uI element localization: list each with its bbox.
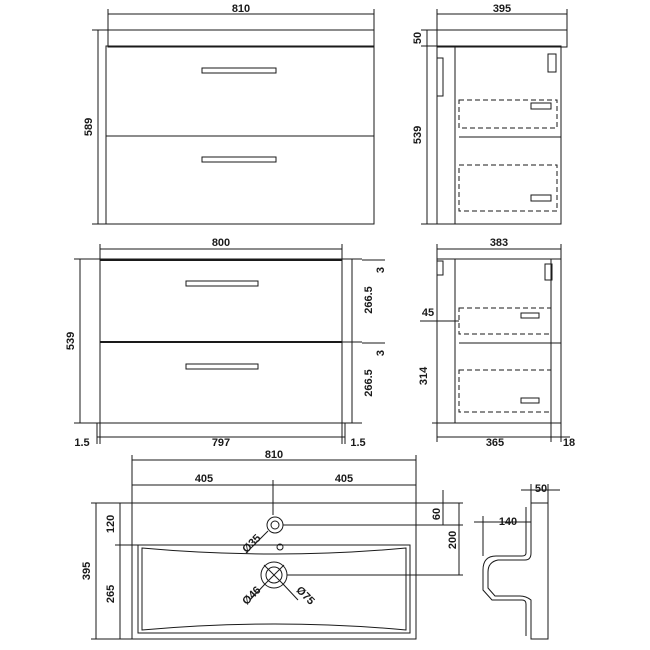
dimension-section-bowl: 140 [474, 516, 531, 556]
unit-lower-drawer-hidden [458, 369, 552, 413]
dim-label-unit-depth: 383 [490, 237, 508, 249]
basin-section-outline [487, 502, 549, 640]
dimension-basin-depth: 395 120 265 [81, 502, 138, 640]
dim-label-inner-width: 797 [212, 437, 230, 449]
dimension-45-offset: 45 [420, 307, 459, 322]
lower-runner [530, 194, 552, 202]
dimension-section-rim: 50 [521, 483, 560, 503]
dim-label-depth: 395 [493, 3, 511, 15]
basin-bowl-outline [137, 544, 411, 634]
front-view-with-basin [105, 29, 375, 225]
upper-drawer-handle [201, 67, 277, 74]
upper-drawer-box-hidden [458, 99, 558, 129]
dim-label-drawer-depth: 365 [486, 437, 504, 449]
dim-label-tap-offset: 60 [431, 508, 443, 520]
basin-plan-view [131, 502, 417, 640]
side-view-unit [436, 258, 562, 424]
waste-inner [265, 566, 283, 584]
basin-side-outline [436, 29, 568, 48]
front-view-unit [99, 258, 343, 424]
overflow-hole [276, 543, 284, 551]
dim-label-half-right: 405 [335, 473, 353, 485]
side-view-with-basin [436, 29, 568, 225]
dimension-810-top: 810 [107, 3, 375, 30]
dim-label-width: 810 [232, 3, 250, 15]
unit-upper-drawer-hidden [458, 307, 552, 335]
dim-label-tap-setback: 120 [105, 515, 117, 533]
dim-label-gap-mid: 3 [375, 350, 387, 356]
unit-upper-handle [185, 280, 259, 287]
dim-label-drawer-height: 314 [418, 366, 430, 385]
upper-runner [530, 102, 552, 110]
dimension-basin-width: 810 405 405 [131, 449, 417, 515]
tap-hole [266, 516, 284, 534]
unit-lower-handle [185, 363, 259, 370]
wall-bracket [436, 57, 444, 97]
unit-bracket [436, 260, 444, 276]
basin-section-inner [482, 507, 527, 636]
unit-upper-runner [520, 312, 540, 319]
dim-label-half-left: 405 [195, 473, 213, 485]
basin-section-view [482, 502, 549, 640]
dim-label-basin-depth: 395 [81, 562, 93, 580]
dimension-395-depth: 395 [436, 3, 568, 30]
unit-trap [544, 263, 553, 281]
dim-label-top-offset: 45 [422, 307, 434, 319]
dimension-383-depth: 383 [436, 237, 562, 259]
dimension-539-cabinet: 539 [412, 45, 437, 225]
dim-label-section-bowl: 140 [499, 516, 517, 528]
unit-side-outline [436, 258, 562, 424]
dim-label-basin-thickness: 50 [412, 32, 424, 44]
dim-label-gap-top: 3 [375, 267, 387, 273]
dim-label-unit-width: 800 [212, 237, 230, 249]
dim-label-tap-diameter: Ø35 [240, 532, 263, 555]
dim-label-waste-inner: Ø46 [240, 584, 263, 607]
lower-drawer-handle [201, 156, 277, 163]
dim-label-waste-offset: 200 [447, 531, 459, 549]
dim-label-front-thickness: 18 [563, 437, 575, 449]
dimension-50-basin: 50 [412, 29, 437, 46]
dim-label-side-right: 1.5 [350, 437, 365, 449]
basin-trap [547, 53, 557, 73]
dimension-539-unit-height: 539 [65, 258, 100, 424]
basin-diameter-callouts: Ø35 Ø46 Ø75 [240, 530, 317, 607]
dim-label-waste-outer: Ø75 [294, 584, 317, 607]
cabinet-outline [105, 45, 375, 225]
dimension-365-18: 365 18 [436, 423, 575, 449]
basin-bowl-inner [141, 547, 407, 631]
dim-label-basin-width: 810 [265, 449, 283, 461]
cabinet-side-outline [436, 45, 562, 225]
dim-label-side-left: 1.5 [74, 437, 89, 449]
dim-label-height: 589 [83, 118, 95, 136]
basin-top-outline [107, 29, 375, 48]
dimension-bottom-widths: 1.5 797 1.5 [74, 423, 366, 449]
dim-label-bowl-depth: 265 [105, 585, 117, 603]
dimension-800-width: 800 [99, 237, 343, 259]
dim-label-rim-height: 50 [535, 483, 547, 495]
lower-drawer-box-hidden [458, 164, 558, 212]
dimension-314-drawer: 314 [418, 321, 442, 424]
dimension-589-height: 589 [83, 29, 108, 225]
dim-label-lower-drawer: 266.5 [363, 369, 375, 397]
unit-lower-runner [520, 397, 540, 404]
dim-label-cabinet-height: 539 [412, 126, 424, 144]
dimension-basin-offsets: 60 200 [283, 490, 463, 576]
basin-outline [131, 502, 417, 640]
dimension-drawer-heights: 3 266.5 3 266.5 [342, 258, 387, 424]
dim-label-unit-height: 539 [65, 332, 77, 350]
dim-label-upper-drawer: 266.5 [363, 286, 375, 314]
